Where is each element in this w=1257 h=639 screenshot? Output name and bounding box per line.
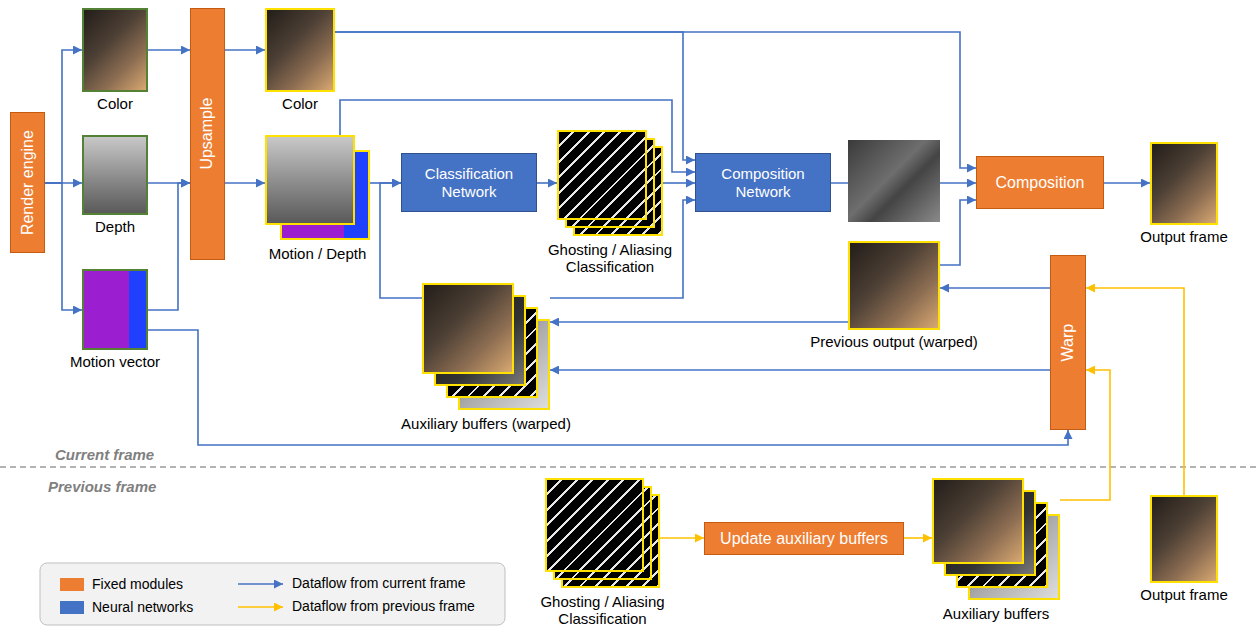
dataflow-arrow [940,200,976,265]
image-frame: Output frame [1150,495,1218,583]
dataflow-arrow [148,330,1068,445]
dataflow-arrow [663,182,695,184]
image-caption: Motion vector [70,353,160,370]
dataflow-arrow [148,49,190,51]
fixed-module-box: Render engine [10,112,45,253]
image-frame: Color [265,8,335,92]
image-stack: Motion / Depth [265,135,370,240]
module-label: Upsample [198,98,217,170]
image-frame: Depth [82,135,148,215]
module-label: Composition [996,173,1085,192]
dataflow-arrow [550,369,1050,371]
module-label: Warp [1058,324,1077,362]
neural-network-box: Classification Network [401,153,537,212]
image-stack: Ghosting / Aliasing Classification [545,478,660,588]
dataflow-arrow [225,182,265,184]
image-caption: Auxiliary buffers [943,605,1049,622]
image-layer [557,130,647,220]
image-caption: Output frame [1140,586,1228,603]
fixed-module-box: Composition [976,156,1104,209]
neural-network-box: Composition Network [695,153,831,212]
dataflow-arrow [148,183,190,310]
dataflow-arrow [1104,182,1150,184]
image-caption: Previous output (warped) [810,333,978,350]
fixed-module-box: Update auxiliary buffers [704,522,904,555]
image-frame: Output frame [1150,142,1218,225]
legend-swatch [60,578,84,591]
image-caption: Auxiliary buffers (warped) [401,415,571,432]
module-label: Classification Network [402,165,536,201]
module-label: Composition Network [696,165,830,201]
legend-text: Neural networks [92,599,193,615]
frame-divider [0,466,1257,468]
image-caption: Color [282,95,318,112]
legend-line-sample [238,606,283,608]
image-frame: Previous output (warped) [848,241,940,330]
image-caption: Ghosting / Aliasing Classification [536,593,670,628]
dataflow-arrow [537,182,557,184]
legend-text: Dataflow from previous frame [292,598,475,614]
image-frame: Motion vector [82,269,148,350]
image-frame: Color [82,8,148,92]
legend-box [40,563,505,625]
module-label: Update auxiliary buffers [720,529,888,548]
image-caption: Output frame [1140,228,1228,245]
image-stack: Ghosting / Aliasing Classification [557,130,663,236]
legend-text: Fixed modules [92,576,183,592]
dataflow-arrow [660,537,704,539]
dataflow-arrow [45,183,82,310]
fixed-module-box: Upsample [190,8,225,260]
legend-swatch [60,601,84,614]
image-layer [422,283,514,374]
dataflow-arrow [550,321,848,323]
image-stack: Auxiliary buffers [932,478,1060,600]
image-layer [932,478,1024,564]
section-label: Current frame [55,446,154,463]
image-layer [545,478,644,572]
dataflow-arrow [225,49,265,51]
dataflow-arrow [940,287,1050,289]
image-caption: Depth [95,218,135,235]
module-label: Render engine [18,130,37,235]
legend-line-sample [238,583,283,585]
dataflow-arrow [45,50,82,183]
composition-mask-image [848,140,940,222]
dataflow-arrow [1086,288,1184,495]
image-caption: Ghosting / Aliasing Classification [543,241,677,276]
image-stack: Auxiliary buffers (warped) [422,283,550,410]
image-caption: Motion / Depth [269,245,367,262]
section-label: Previous frame [48,478,156,495]
image-caption: Color [97,95,133,112]
dataflow-arrow [904,537,932,539]
fixed-module-box: Warp [1050,255,1086,430]
legend-text: Dataflow from current frame [292,575,466,591]
image-layer [265,135,355,225]
